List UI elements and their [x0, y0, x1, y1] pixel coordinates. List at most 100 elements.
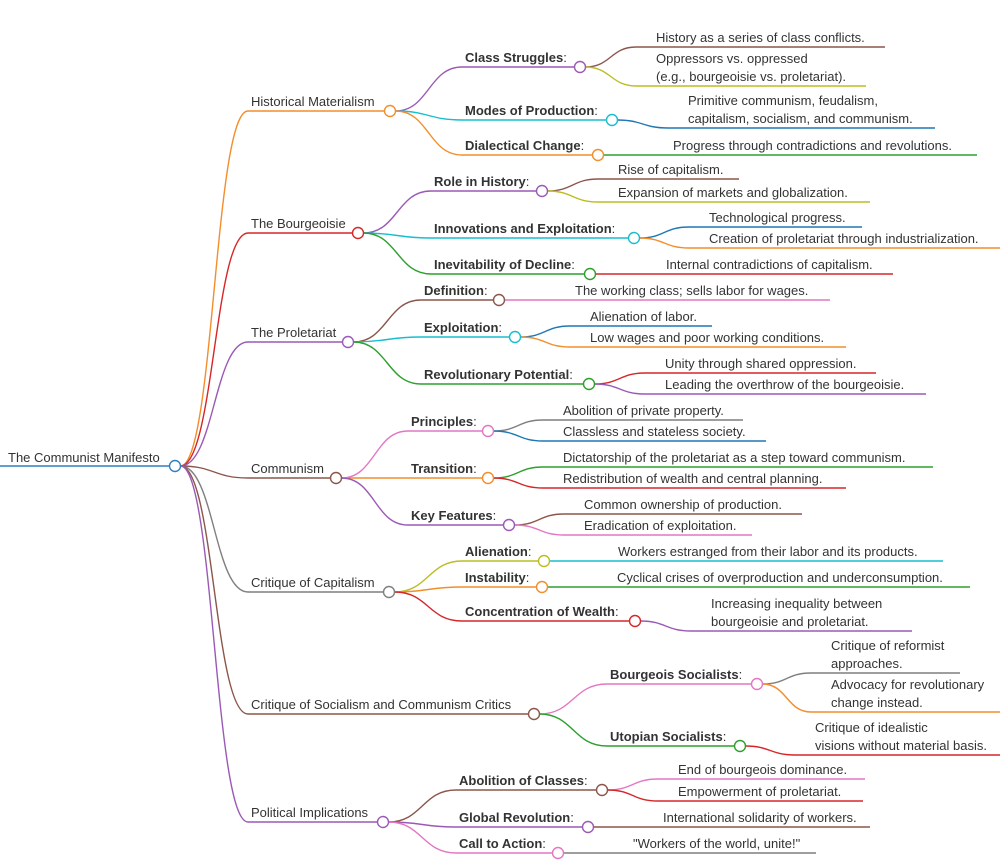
edge-section-to-group	[395, 110, 463, 156]
edge-group-to-leaf	[617, 119, 669, 129]
group-toggle-circle[interactable]	[502, 518, 516, 532]
edge-root-to-section	[180, 110, 249, 467]
group-toggle-circle[interactable]	[508, 330, 522, 344]
edge-section-to-group	[395, 110, 463, 121]
group-toggle-circle[interactable]	[628, 614, 642, 628]
group-node: Role in History:	[434, 174, 529, 189]
edge-section-to-group	[388, 789, 457, 823]
leaf-node: Rise of capitalism.	[618, 162, 723, 177]
section-node-label: Critique of Socialism and Communism Crit…	[251, 697, 512, 712]
edge-group-to-leaf	[493, 419, 544, 432]
edge-root-to-section	[180, 341, 249, 467]
leaf-node-label: Expansion of markets and globalization.	[618, 185, 848, 200]
edge-group-to-leaf	[640, 620, 692, 632]
edge-group-to-leaf	[520, 336, 571, 348]
leaf-node: Alienation of labor.	[590, 309, 697, 324]
group-node-colon: :	[569, 367, 573, 382]
leaf-node-label: Redistribution of wealth and central pla…	[563, 471, 822, 486]
group-toggle-circle[interactable]	[492, 293, 506, 307]
edge-group-to-leaf	[745, 745, 796, 756]
leaf-node-label: Creation of proletariat through industri…	[709, 231, 979, 246]
leaf-node: Eradication of exploitation.	[584, 518, 736, 533]
group-node-colon: :	[581, 138, 585, 153]
edge-group-to-leaf	[514, 524, 565, 536]
group-node: Utopian Socialists:	[610, 729, 726, 744]
section-toggle-circle[interactable]	[351, 226, 365, 240]
group-node-label: Concentration of Wealth	[465, 604, 615, 619]
section-toggle-circle[interactable]	[341, 335, 355, 349]
group-node-label: Innovations and Exploitation	[434, 221, 612, 236]
group-node-label: Bourgeois Socialists	[610, 667, 739, 682]
leaf-node: visions without material basis.	[815, 738, 987, 753]
edge-group-to-leaf	[585, 46, 637, 68]
group-toggle-circle[interactable]	[537, 554, 551, 568]
group-node: Global Revolution:	[459, 810, 574, 825]
section-node: Critique of Socialism and Communism Crit…	[251, 697, 512, 712]
group-toggle-circle[interactable]	[573, 60, 587, 74]
section-toggle-circle[interactable]	[329, 471, 343, 485]
group-node: Key Features:	[411, 508, 496, 523]
leaf-node: Internal contradictions of capitalism.	[666, 257, 873, 272]
leaf-node: Oppressors vs. oppressed	[656, 51, 808, 66]
mindmap-edges	[0, 46, 1000, 854]
group-toggle-circle[interactable]	[551, 846, 565, 860]
group-toggle-circle[interactable]	[583, 267, 597, 281]
group-toggle-circle[interactable]	[605, 113, 619, 127]
leaf-node: Common ownership of production.	[584, 497, 782, 512]
group-node-colon: :	[493, 508, 497, 523]
leaf-node: Advocacy for revolutionary	[831, 677, 985, 692]
group-toggle-circle[interactable]	[591, 148, 605, 162]
leaf-node: Leading the overthrow of the bourgeoisie…	[665, 377, 904, 392]
leaf-node-label: approaches.	[831, 656, 903, 671]
edge-section-to-group	[395, 66, 463, 112]
section-toggle-circle[interactable]	[376, 815, 390, 829]
edge-root-to-section	[180, 232, 249, 467]
group-toggle-circle[interactable]	[535, 580, 549, 594]
edge-section-to-group	[341, 430, 409, 479]
group-node-colon: :	[526, 570, 530, 585]
group-node-label: Abolition of Classes	[459, 773, 584, 788]
leaf-node: International solidarity of workers.	[663, 810, 857, 825]
section-toggle-circle[interactable]	[383, 104, 397, 118]
leaf-node-label: Advocacy for revolutionary	[831, 677, 985, 692]
group-toggle-circle[interactable]	[750, 677, 764, 691]
leaf-node-label: Alienation of labor.	[590, 309, 697, 324]
leaf-node-label: (e.g., bourgeoisie vs. proletariat).	[656, 69, 846, 84]
group-toggle-circle[interactable]	[627, 231, 641, 245]
group-node-label: Dialectical Change	[465, 138, 581, 153]
edge-group-to-leaf	[639, 226, 690, 239]
edge-section-to-group	[394, 586, 463, 593]
leaf-node: Dictatorship of the proletariat as a ste…	[563, 450, 905, 465]
group-node-label: Global Revolution	[459, 810, 570, 825]
group-node-colon: :	[526, 174, 530, 189]
group-toggle-circle[interactable]	[582, 377, 596, 391]
group-node: Class Struggles:	[465, 50, 567, 65]
section-node-label: Political Implications	[251, 805, 369, 820]
group-node: Instability:	[465, 570, 529, 585]
leaf-node-label: International solidarity of workers.	[663, 810, 857, 825]
group-node-colon: :	[723, 729, 727, 744]
group-toggle-circle[interactable]	[535, 184, 549, 198]
section-toggle-circle[interactable]	[527, 707, 541, 721]
section-toggle-circle[interactable]	[382, 585, 396, 599]
leaf-node: Expansion of markets and globalization.	[618, 185, 848, 200]
group-toggle-circle[interactable]	[481, 471, 495, 485]
group-node-colon: :	[528, 544, 532, 559]
edge-section-to-group	[394, 591, 463, 622]
group-toggle-circle[interactable]	[733, 739, 747, 753]
group-node-label: Definition	[424, 283, 484, 298]
group-toggle-circle[interactable]	[595, 783, 609, 797]
root-toggle-circle[interactable]	[168, 459, 182, 473]
leaf-node: The working class; sells labor for wages…	[575, 283, 808, 298]
section-node-label: Critique of Capitalism	[251, 575, 375, 590]
leaf-node-label: Increasing inequality between	[711, 596, 882, 611]
group-node: Modes of Production:	[465, 103, 598, 118]
leaf-node: capitalism, socialism, and communism.	[688, 111, 913, 126]
group-node-label: Key Features	[411, 508, 493, 523]
group-node: Concentration of Wealth:	[465, 604, 619, 619]
group-node-label: Alienation	[465, 544, 528, 559]
leaf-node-label: Workers estranged from their labor and i…	[618, 544, 918, 559]
group-toggle-circle[interactable]	[581, 820, 595, 834]
group-node: Inevitability of Decline:	[434, 257, 575, 272]
group-toggle-circle[interactable]	[481, 424, 495, 438]
